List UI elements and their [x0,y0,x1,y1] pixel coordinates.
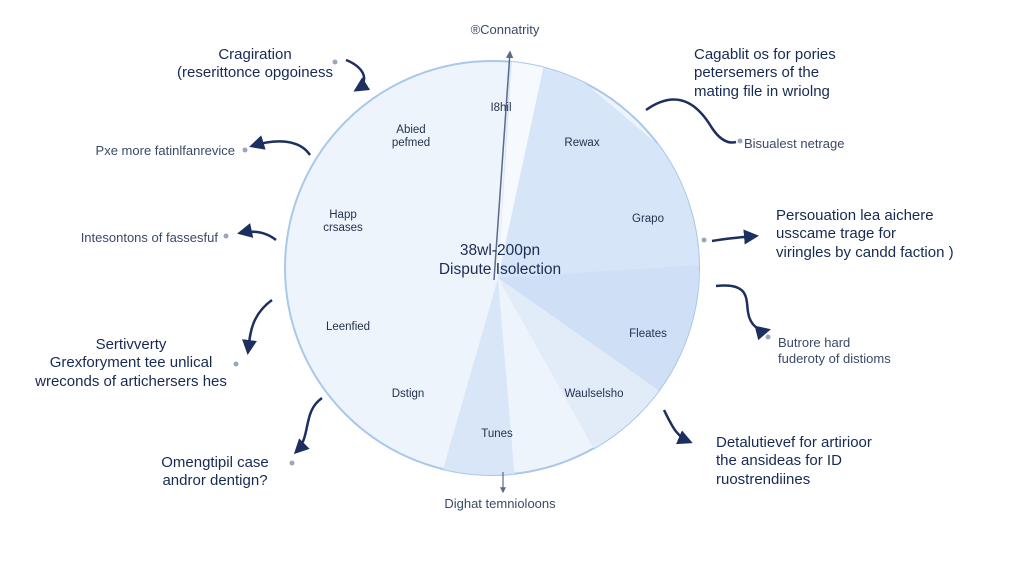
center-title-line2: Dispute Isolection [438,261,562,279]
segment-label-abied: Abied pefmed [391,124,431,150]
annotation-right-2: Bisualest netrage [744,136,845,151]
annotation-bottom: Dighat temnioloons [444,496,556,511]
annotation-line: Sertivverty [95,336,167,353]
annotation-line: andror dentign? [162,472,268,490]
marker-dot [765,334,771,340]
wedge-upper-right [498,61,699,290]
arrow-left-1 [345,58,371,92]
annotation-left-1: Cragiration (reserittonce opgoiness [140,46,370,83]
registered-icon: ® [470,22,481,37]
arrow-left-3 [237,223,277,241]
segment-label-happ: Happ crsases [323,209,363,235]
annotation-left-3: Intesontons of fassesfuf [80,230,218,245]
segment-label-grapo: Grapo [632,213,664,225]
segment-label-tunes: Tunes [481,428,513,440]
annotation-left-4: Sertivverty Grexforyment tee unlical wre… [16,336,246,391]
center-title: 38wl-200pn Dispute Isolection [380,241,620,280]
center-pointer-line [493,50,514,281]
arrow-left-5 [293,396,323,455]
marker-dot [701,237,707,243]
annotation-line: viringles by candd faction ) [776,243,954,261]
marker-dot [737,138,743,144]
wedge-right [498,265,699,395]
center-title-line1: 38wl-200pn [459,242,541,259]
annotation-right-3: Persouation lea aichere usscame trage fo… [776,207,996,262]
annotation-right-1: Cagablit os for pories petersemers of th… [694,46,894,101]
arrow-left-4 [242,298,273,355]
annotation-left-2: Pxe more fatinlfanrevice [95,143,235,158]
annotation-right-4: Butrore hard fuderoty of distioms [778,335,938,367]
annotation-line: fuderoty of distioms [778,350,891,366]
segment-label-waulselsho: Waulselsho [564,388,624,400]
annotation-top-label: Connatrity [480,22,540,37]
wedge-top-sliver [498,61,545,278]
wedge-lower-right [498,278,665,460]
annotation-line: Cragiration [218,46,292,63]
annotation-line: Grexforyment tee unlical [49,354,213,372]
marker-dot [223,233,229,239]
annotation-line: wreconds of artichersers hes [35,372,227,390]
arrow-left-2 [249,135,312,156]
wedge-bottom [440,278,515,475]
annotation-line: petersemers of the [694,64,820,82]
annotation-line: Persouation lea aichere [776,207,934,224]
arrow-right-3 [715,284,771,341]
annotation-line: Butrore hard [778,335,851,350]
annotation-line: Omengtipil case [161,454,269,471]
annotation-top: ®Connatrity [430,22,580,38]
annotation-line: (reserittonce opgoiness [177,64,333,82]
segment-label-leenfied: Leenfied [325,321,371,333]
annotation-line: Cagablit os for pories [694,46,836,63]
annotation-line: usscame trage for [776,225,897,243]
arrow-right-2 [711,229,759,245]
marker-dot [289,460,295,466]
annotation-line: ruostrendiines [716,470,811,488]
marker-dot [332,59,338,65]
segment-label-top-mark: I8hil [490,102,512,114]
annotation-left-5: Omengtipil case andror dentign? [140,454,290,491]
arrow-right-4 [662,409,693,445]
annotation-line: mating file in wriolng [694,82,830,100]
annotation-line: the ansideas for ID [716,452,842,470]
segment-label-fleates: Fleates [629,328,667,340]
segment-label-rewax: Rewax [564,137,600,149]
marker-dot [233,361,239,367]
annotation-line: Detalutievef for artirioor [716,434,872,451]
segment-label-dstign: Dstign [391,388,425,400]
marker-dot [242,147,248,153]
arrow-right-1 [645,98,737,144]
annotation-right-5: Detalutievef for artirioor the ansideas … [716,434,926,489]
